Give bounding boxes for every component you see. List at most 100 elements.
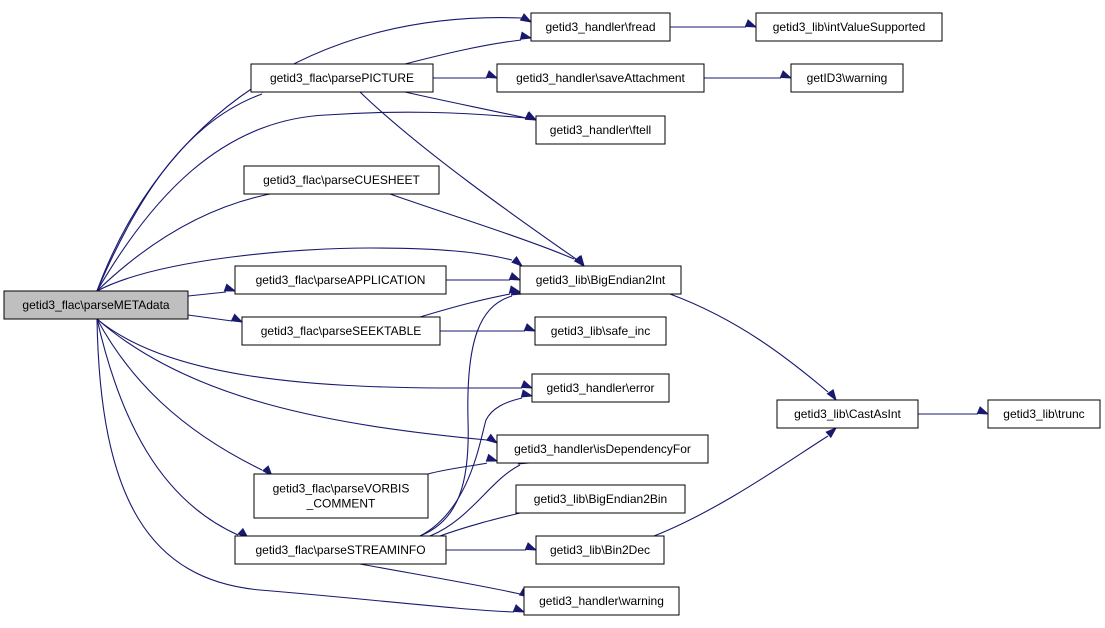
node-label: getid3_flac\parsePICTURE — [270, 71, 414, 85]
node-parseAPPLICATION[interactable]: getid3_flac\parseAPPLICATION — [234, 265, 447, 295]
edge-Bin2Dec-to-CastAsInt — [653, 426, 838, 537]
edge-parsePICTURE-to-fread — [404, 31, 533, 65]
edge-line — [419, 293, 511, 318]
node-label: getid3_lib\BigEndian2Bin — [534, 492, 667, 506]
edge-parsePICTURE-to-saveAttachment — [433, 70, 499, 79]
node-box — [535, 535, 665, 565]
edge-parseSTREAMINFO-to-isDependencyFor — [429, 456, 531, 537]
edge-parseAPPLICATION-to-BigEndian2Int — [446, 272, 522, 281]
arrowhead-icon — [524, 111, 538, 121]
node-box — [523, 586, 680, 616]
node-box — [515, 484, 686, 514]
node-label: getid3_flac\parseMETAdata — [22, 298, 170, 312]
edge-line — [96, 111, 527, 292]
edge-line — [419, 397, 523, 537]
edge-line — [439, 511, 525, 537]
node-label: getid3_handler\fread — [545, 20, 655, 34]
node-ftell[interactable]: getid3_handler\ftell — [535, 115, 666, 145]
node-box — [535, 115, 666, 145]
edge-line — [419, 295, 513, 537]
arrowhead-icon — [485, 70, 499, 79]
edge-line — [96, 192, 276, 292]
edge-parseSEEKTABLE-to-safe_inc — [440, 323, 537, 332]
node-fread[interactable]: getid3_handler\fread — [530, 12, 671, 42]
node-parsePICTURE[interactable]: getid3_flac\parsePICTURE — [250, 63, 434, 93]
node-box — [243, 165, 440, 195]
node-box — [530, 12, 671, 42]
node-error[interactable]: getid3_handler\error — [531, 373, 670, 403]
edge-parseMETAdata-to-isDependencyFor — [96, 318, 499, 444]
node-parseSEEKTABLE[interactable]: getid3_flac\parseSEEKTABLE — [241, 316, 441, 346]
node-box — [250, 63, 434, 93]
node-label: getid3_handler\isDependencyFor — [514, 442, 691, 456]
edge-line — [96, 318, 239, 536]
node-label: getid3_handler\ftell — [550, 123, 651, 137]
edge-line — [96, 318, 515, 613]
node-label: getid3_lib\safe_inc — [551, 324, 650, 338]
node-parseCUESHEET[interactable]: getid3_flac\parseCUESHEET — [243, 165, 440, 195]
edge-fread-to-intValueSupported — [670, 19, 758, 28]
arrowhead-icon — [976, 406, 990, 415]
arrowhead-icon — [230, 313, 244, 323]
graph-nodes: getid3_flac\parseMETAdata getid3_flac\par… — [3, 12, 1101, 616]
node-parseSTREAMINFO[interactable]: getid3_flac\parseSTREAMINFO — [234, 535, 447, 565]
node-getID3warning[interactable]: getID3\warning — [790, 63, 904, 93]
edge-parseMETAdata-to-BigEndian2Int — [96, 247, 524, 292]
arrowhead-icon — [779, 70, 793, 79]
node-BigEndian2Bin[interactable]: getid3_lib\BigEndian2Bin — [515, 484, 686, 514]
edge-parseMETAdata-to-ftell — [96, 111, 538, 292]
node-safe_inc[interactable]: getid3_lib\safe_inc — [534, 316, 667, 346]
node-box — [234, 535, 447, 565]
node-box — [534, 316, 667, 346]
node-Bin2Dec[interactable]: getid3_lib\Bin2Dec — [535, 535, 665, 565]
edge-CastAsInt-to-trunc — [918, 406, 990, 415]
node-label: getid3_flac\parseAPPLICATION — [256, 273, 426, 287]
graph-edges — [96, 13, 990, 613]
arrowhead-icon — [512, 604, 526, 613]
node-box — [531, 373, 670, 403]
edge-saveAttachment-to-getID3warning — [704, 70, 793, 79]
arrowhead-icon — [826, 388, 837, 402]
arrowhead-icon — [510, 287, 524, 296]
node-isDependencyFor[interactable]: getid3_handler\isDependencyFor — [496, 434, 709, 464]
node-BigEndian2Int[interactable]: getid3_lib\BigEndian2Int — [519, 265, 682, 295]
edge-parseCUESHEET-to-BigEndian2Int — [389, 193, 586, 268]
node-box — [234, 265, 447, 295]
node-box — [790, 63, 904, 93]
node-label: getid3_lib\intValueSupported — [773, 20, 926, 34]
node-label: getid3_flac\parseSEEKTABLE — [261, 324, 422, 338]
edge-line — [96, 318, 263, 471]
edge-line — [359, 91, 577, 260]
arrowhead-icon — [573, 255, 586, 268]
edge-parseSTREAMINFO-to-warning_handler — [359, 563, 532, 598]
node-box — [755, 12, 943, 42]
node-label: getid3_lib\CastAsInt — [794, 407, 901, 421]
arrowhead-icon — [520, 380, 534, 389]
edge-line — [389, 193, 575, 260]
arrowhead-icon — [524, 542, 538, 551]
node-parseVORBIS_COMMENT[interactable]: getid3_flac\parseVORBIS_COMMENT — [253, 473, 429, 519]
node-box — [776, 399, 919, 429]
edge-parseSTREAMINFO-to-BigEndian2Int — [419, 287, 524, 537]
arrowhead-icon — [485, 453, 499, 462]
node-trunc[interactable]: getid3_lib\trunc — [987, 399, 1101, 429]
node-saveAttachment[interactable]: getid3_handler\saveAttachment — [496, 63, 705, 93]
node-warning_handler[interactable]: getid3_handler\warning — [523, 586, 680, 616]
arrowhead-icon — [744, 19, 758, 28]
arrowhead-icon — [523, 323, 537, 332]
node-parseMETAdata[interactable]: getid3_flac\parseMETAdata — [3, 290, 189, 320]
arrowhead-icon — [520, 389, 534, 398]
edge-parseMETAdata-to-parseSEEKTABLE — [187, 313, 244, 323]
arrowhead-icon — [511, 256, 524, 267]
edge-line — [96, 318, 522, 389]
edge-parseSTREAMINFO-to-error — [419, 389, 534, 537]
node-box — [3, 290, 189, 320]
arrowhead-icon — [519, 13, 533, 23]
node-CastAsInt[interactable]: getid3_lib\CastAsInt — [776, 399, 919, 429]
node-intValueSupported[interactable]: getid3_lib\intValueSupported — [755, 12, 943, 42]
node-label: getid3_lib\trunc — [1003, 407, 1084, 421]
arrowhead-icon — [508, 272, 522, 281]
node-label: getid3_flac\parseSTREAMINFO — [255, 543, 425, 557]
edge-line — [427, 462, 488, 475]
